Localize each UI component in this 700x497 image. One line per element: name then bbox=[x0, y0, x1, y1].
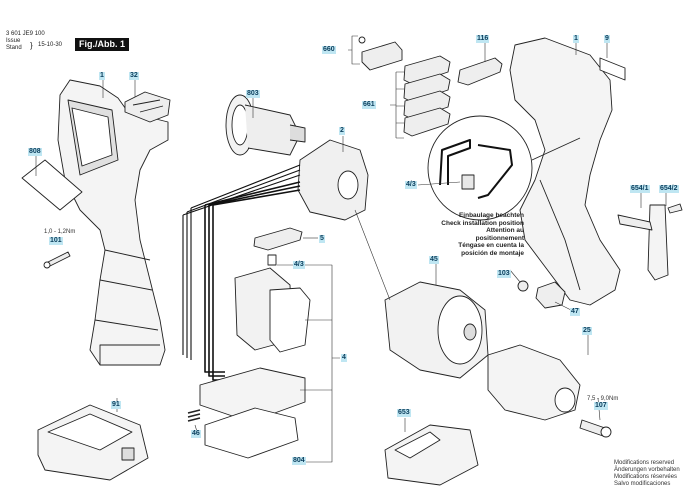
installation-note: Einbaulage beachten Check installation p… bbox=[440, 212, 524, 257]
part-label-4-3-detail[interactable]: 4/3 bbox=[405, 181, 417, 189]
grip-inserts-drawing bbox=[403, 55, 451, 137]
chuck-drawing bbox=[487, 344, 581, 421]
installation-note-en: Check installation position bbox=[441, 219, 524, 227]
switch-slide-drawing bbox=[358, 36, 403, 71]
part-label-660[interactable]: 660 bbox=[322, 46, 336, 54]
document-number: 3 601 JE9 100 bbox=[6, 31, 45, 37]
part-label-4[interactable]: 4 bbox=[341, 354, 347, 362]
switch-drawing bbox=[234, 254, 311, 353]
modifications-note-es: Salvo modificaciones bbox=[614, 481, 671, 487]
installation-note-de: Einbaulage beachten bbox=[458, 212, 524, 219]
part-label-9[interactable]: 9 bbox=[604, 35, 610, 43]
installation-note-es-2: posición de montaje bbox=[461, 249, 524, 257]
issue-label: Issue bbox=[6, 38, 21, 44]
spring-drawing bbox=[187, 409, 201, 422]
part-label-91[interactable]: 91 bbox=[111, 401, 121, 409]
cap-drawing bbox=[535, 281, 566, 309]
housing-left-drawing bbox=[57, 79, 169, 366]
direction-switch-drawing bbox=[253, 227, 303, 251]
part-label-4-3[interactable]: 4/3 bbox=[293, 261, 305, 269]
modifications-note: Modifications reserved Änderungen vorbeh… bbox=[614, 460, 680, 488]
field-housing-drawing bbox=[297, 139, 369, 221]
modifications-note-de: Änderungen vorbehalten bbox=[614, 467, 680, 473]
part-label-32[interactable]: 32 bbox=[129, 72, 139, 80]
part-label-804[interactable]: 804 bbox=[292, 457, 306, 465]
part-label-2[interactable]: 2 bbox=[339, 127, 345, 135]
installation-note-es-1: Téngase en cuenta la bbox=[458, 242, 524, 249]
part-label-654-2[interactable]: 654/2 bbox=[659, 185, 679, 193]
part-label-653[interactable]: 653 bbox=[397, 409, 411, 417]
screw-101-drawing bbox=[43, 251, 71, 269]
part-label-47[interactable]: 47 bbox=[570, 308, 580, 316]
modifications-note-en: Modifications reserved bbox=[614, 460, 675, 466]
issue-date: 15-10-30 bbox=[38, 42, 63, 48]
bracket-glyph: } bbox=[30, 41, 33, 50]
part-label-116[interactable]: 116 bbox=[476, 35, 490, 43]
part-label-107[interactable]: 107 bbox=[594, 402, 608, 410]
torque-107: 7,5 - 9,0Nm bbox=[587, 396, 619, 402]
base-drawing bbox=[199, 367, 306, 459]
figure-label: Fig./Abb. 1 bbox=[75, 38, 129, 51]
part-label-25[interactable]: 25 bbox=[582, 327, 592, 335]
detail-circle-drawing bbox=[427, 115, 581, 221]
housing-cap-drawing bbox=[124, 91, 171, 123]
screw-107-drawing bbox=[579, 419, 612, 438]
part-label-5[interactable]: 5 bbox=[319, 235, 325, 243]
label-plate-drawing bbox=[599, 57, 626, 81]
charger-drawing bbox=[384, 424, 479, 486]
part-label-103[interactable]: 103 bbox=[497, 270, 511, 278]
part-label-1-left[interactable]: 1 bbox=[99, 72, 105, 80]
modifications-note-fr: Modifications réservées bbox=[614, 474, 678, 480]
belt-clip-drawing bbox=[617, 204, 669, 281]
part-label-101[interactable]: 101 bbox=[49, 237, 63, 245]
grip-insert-drawing bbox=[457, 57, 503, 86]
part-label-45[interactable]: 45 bbox=[429, 256, 439, 264]
gearbox-drawing bbox=[384, 281, 489, 379]
battery-drawing bbox=[37, 404, 149, 481]
part-label-661[interactable]: 661 bbox=[362, 101, 376, 109]
nameplate-drawing bbox=[21, 159, 83, 211]
wiring-drawing bbox=[182, 164, 301, 381]
part-label-46[interactable]: 46 bbox=[191, 430, 201, 438]
housing-right-drawing bbox=[509, 37, 621, 306]
part-label-808[interactable]: 808 bbox=[28, 148, 42, 156]
nut-drawing bbox=[517, 280, 529, 292]
part-label-1-right[interactable]: 1 bbox=[573, 35, 579, 43]
installation-note-fr: Attention au positionnement bbox=[475, 227, 524, 242]
part-label-654-1[interactable]: 654/1 bbox=[630, 185, 650, 193]
belt-clip-screw-drawing bbox=[667, 203, 683, 214]
stand-label: Stand bbox=[6, 45, 22, 51]
armature-drawing bbox=[225, 94, 306, 156]
part-label-803[interactable]: 803 bbox=[246, 90, 260, 98]
torque-101: 1,0 - 1,2Nm bbox=[44, 229, 76, 235]
